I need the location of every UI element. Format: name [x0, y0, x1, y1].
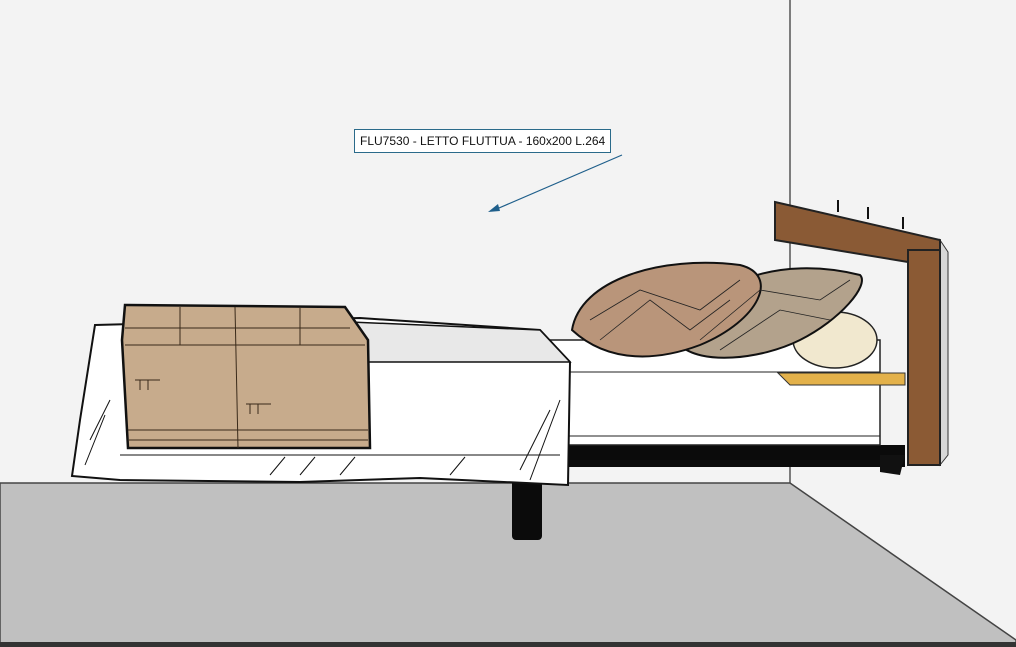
pillow-wireframe — [589, 279, 851, 351]
throw-lines — [125, 306, 368, 449]
headboard-front — [907, 249, 941, 466]
bed-leg — [512, 470, 542, 540]
wall-hooks — [837, 200, 904, 229]
bed-foot-right — [880, 455, 905, 475]
component-label[interactable]: FLU7530 - LETTO FLUTTUA - 160x200 L.264 — [354, 129, 612, 153]
label-arrowhead — [488, 204, 500, 212]
headboard-side — [939, 238, 949, 467]
bottom-edge — [0, 642, 1016, 647]
label-leader-line — [491, 154, 623, 212]
folded-throw — [120, 303, 372, 450]
bed-base — [565, 445, 905, 467]
blanket-top-mesh — [349, 321, 572, 363]
pillow-front — [570, 261, 762, 358]
floor — [0, 482, 1016, 644]
nightstand-shelf — [776, 372, 906, 386]
